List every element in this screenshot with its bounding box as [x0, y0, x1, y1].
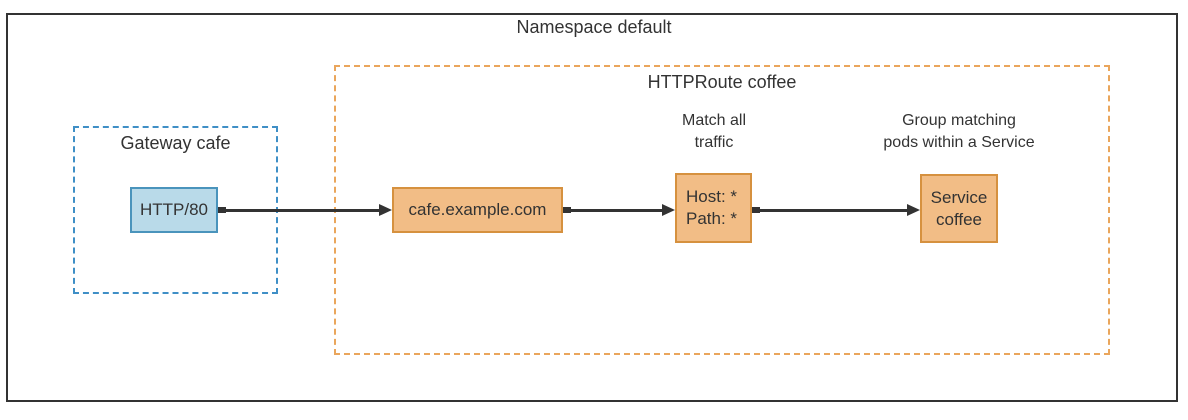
arrow-match-to-service-line — [752, 208, 908, 212]
match-rule-path: Path: * — [686, 209, 738, 228]
gateway-label: Gateway cafe — [120, 133, 231, 153]
namespace-boundary — [6, 13, 1178, 402]
service-annotation-line2: pods within a Service — [883, 134, 1035, 151]
arrow-hostname-to-match-head — [662, 204, 675, 216]
service-node-line2: coffee — [935, 209, 982, 229]
namespace-label: Namespace default — [516, 17, 672, 37]
arrow-gateway-to-hostname-head — [379, 204, 392, 216]
match-rule-node: Host: * Path: * — [675, 173, 752, 243]
hostname-node: cafe.example.com — [392, 187, 563, 233]
match-rule-host: Host: * — [686, 187, 738, 206]
match-annotation-line1: Match all — [681, 112, 747, 129]
service-annotation-line1: Group matching — [902, 112, 1016, 129]
match-annotation: Match all traffic — [644, 110, 784, 154]
service-node-line1: Service — [930, 187, 988, 207]
arrow-hostname-to-match-line — [563, 208, 663, 212]
service-annotation: Group matching pods within a Service — [869, 110, 1049, 154]
httproute-label: HTTPRoute coffee — [647, 72, 797, 92]
service-node: Service coffee — [920, 174, 998, 243]
gateway-listener-node: HTTP/80 — [130, 187, 218, 233]
arrow-gateway-to-hostname-line — [218, 208, 380, 212]
arrow-match-to-service-head — [907, 204, 920, 216]
match-annotation-line2: traffic — [694, 134, 734, 151]
